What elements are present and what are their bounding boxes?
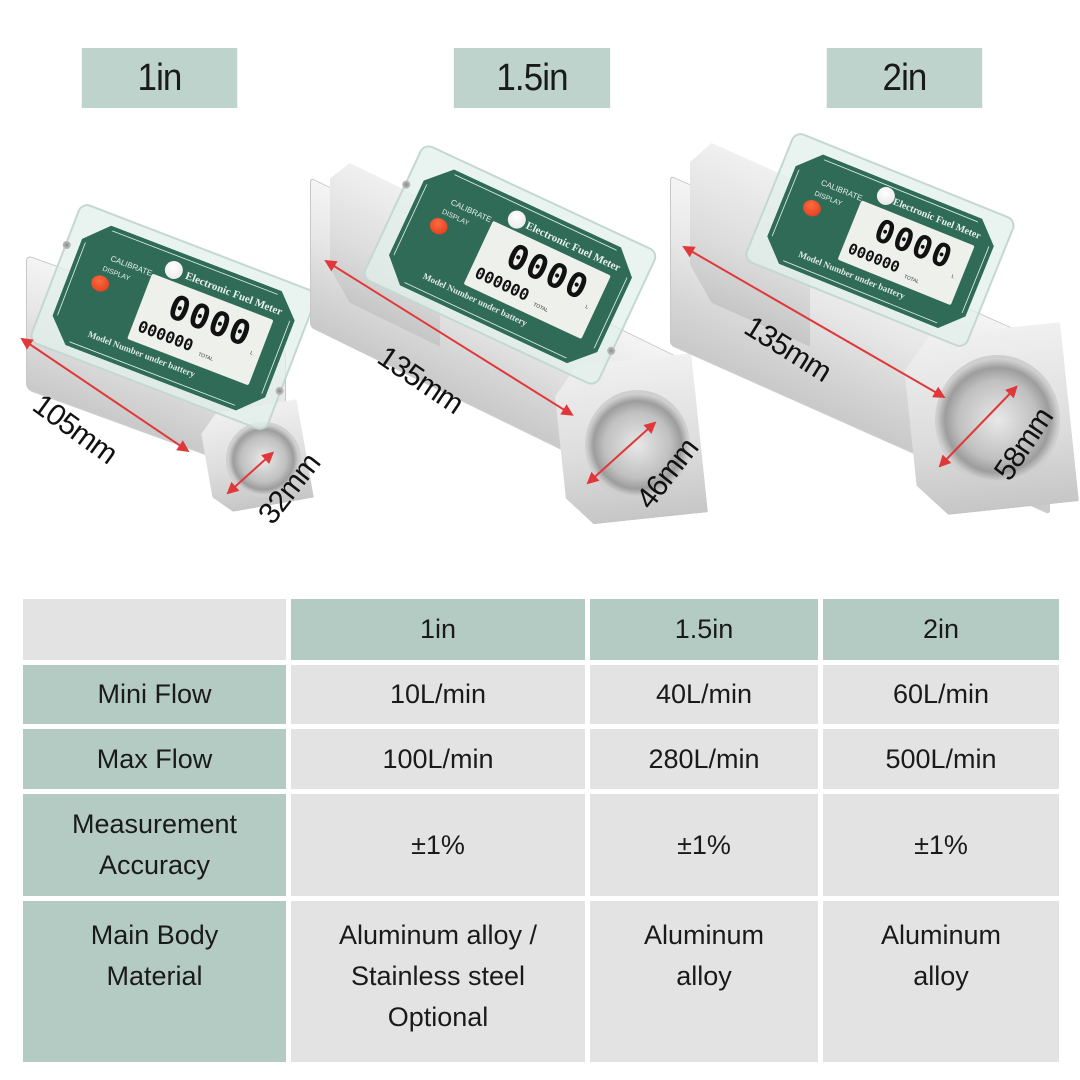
screw-icon — [400, 179, 412, 190]
screw-icon — [61, 239, 72, 251]
cell-line: Stainless steel — [350, 961, 526, 991]
column-header-2in: 2in — [823, 599, 1059, 660]
row-header-line: Measurement — [71, 809, 238, 839]
product-image-1-5in: CALIBRATE DISPLAY Electronic Fuel Meter … — [300, 142, 710, 540]
table-cell: ±1% — [823, 794, 1059, 896]
row-header-main-body-material: Main Body Material — [23, 901, 286, 1062]
table-cell: 40L/min — [590, 665, 818, 724]
spec-table: 1in 1.5in 2in Mini Flow 10L/min 40L/min … — [23, 599, 1059, 1062]
row-header-line: Accuracy — [98, 850, 211, 880]
row-header-max-flow: Max Flow — [23, 729, 286, 789]
cell-line: alloy — [676, 961, 732, 991]
row-header-mini-flow: Mini Flow — [23, 665, 286, 724]
size-label-1in: 1in — [81, 48, 238, 108]
table-cell: 100L/min — [291, 729, 585, 789]
row-header-line: Main Body — [90, 920, 219, 950]
table-cell: ±1% — [590, 794, 818, 896]
cell-line: Aluminum — [643, 920, 765, 950]
column-header-1in: 1in — [291, 599, 585, 660]
cell-line: Optional — [387, 1002, 489, 1032]
lcd-total-label: TOTAL — [902, 273, 920, 286]
lcd-unit: L — [249, 350, 254, 357]
cell-line: alloy — [913, 961, 969, 991]
size-label-2in: 2in — [826, 48, 983, 108]
product-image-1in: CALIBRATE DISPLAY Electronic Fuel Meter … — [0, 0, 340, 540]
meter-2in: CALIBRATE DISPLAY Electronic Fuel Meter … — [670, 130, 1080, 520]
table-cell: ±1% — [291, 794, 585, 896]
cell-line: Aluminum alloy / — [338, 920, 538, 950]
outlet-port-icon — [585, 390, 690, 500]
meter-1-5in: CALIBRATE DISPLAY Electronic Fuel Meter … — [310, 142, 710, 530]
lcd-total-label: TOTAL — [197, 351, 214, 363]
table-cell: 280L/min — [590, 729, 818, 789]
cell-line: Aluminum — [880, 920, 1002, 950]
outlet-port-icon — [935, 355, 1060, 485]
meter-1in: CALIBRATE DISPLAY Electronic Fuel Meter … — [26, 201, 320, 512]
table-cell: 10L/min — [291, 665, 585, 724]
table-cell: 500L/min — [823, 729, 1059, 789]
lcd-unit: L — [584, 304, 590, 311]
table-cell: Aluminum alloy — [823, 901, 1059, 1062]
table-cell: Aluminum alloy — [590, 901, 818, 1062]
row-header-line: Material — [106, 961, 203, 991]
product-image-2in: CALIBRATE DISPLAY Electronic Fuel Meter … — [660, 130, 1080, 530]
row-header-measurement-accuracy: Measurement Accuracy — [23, 794, 286, 896]
table-cell: Aluminum alloy / Stainless steel Optiona… — [291, 901, 585, 1062]
column-header-1-5in: 1.5in — [590, 599, 818, 660]
table-corner-cell — [23, 599, 286, 660]
lcd-total-label: TOTAL — [532, 301, 549, 314]
table-cell: 60L/min — [823, 665, 1059, 724]
size-label-1-5in: 1.5in — [453, 48, 611, 108]
lcd-unit: L — [950, 273, 956, 281]
